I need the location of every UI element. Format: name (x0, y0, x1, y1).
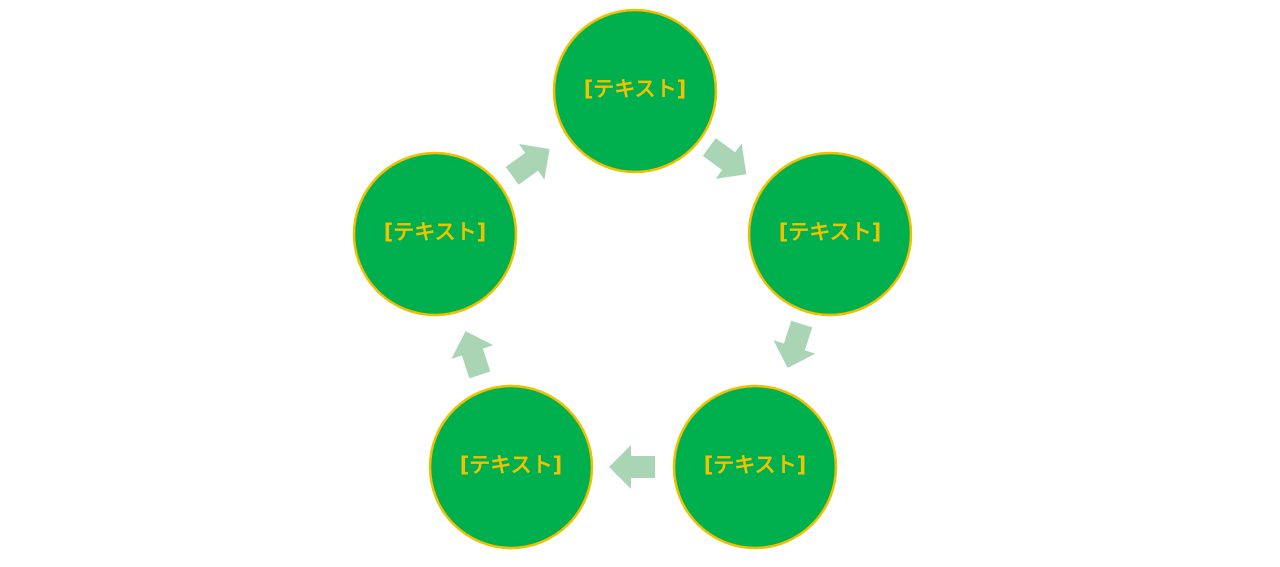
cycle-arrow (702, 138, 747, 179)
cycle-arrow (451, 331, 494, 379)
cycle-node (672, 384, 838, 550)
cycle-node (552, 8, 718, 174)
cycle-node (428, 384, 594, 550)
cycle-arrow (505, 143, 550, 185)
cycle-node-label: [テキスト] (460, 453, 563, 477)
cycle-arrow (609, 445, 655, 489)
cycle-node (352, 151, 518, 317)
cycle-arrow (773, 320, 816, 368)
cycle-node-label: [テキスト] (779, 220, 882, 244)
cycle-node (747, 151, 913, 317)
cycle-node-label: [テキスト] (384, 220, 487, 244)
cycle-node-label: [テキスト] (584, 77, 687, 101)
cycle-node-label: [テキスト] (704, 453, 807, 477)
